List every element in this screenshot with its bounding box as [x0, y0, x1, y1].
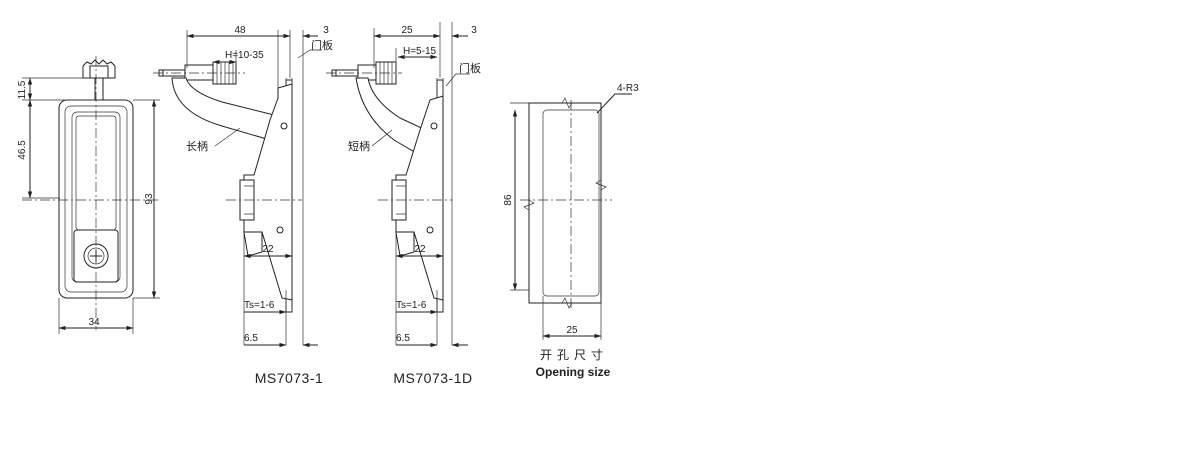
short-offset: 22 [414, 244, 426, 255]
opening-height: 86 [503, 194, 514, 206]
long-thickness: Ts=1-6 [244, 300, 275, 311]
model-ms7073-1d: MS7073-1D [393, 370, 472, 386]
long-lip: 6.5 [244, 333, 258, 344]
long-handle-label: 长柄 [186, 140, 208, 153]
short-panel: 3 [471, 25, 477, 36]
short-handle-label: 短柄 [348, 139, 370, 153]
short-lip: 6.5 [396, 333, 410, 344]
long-door-label: 门板 [311, 38, 333, 52]
opening-width: 25 [566, 325, 578, 336]
side-view-long-handle: 48 3 H=10-35 22 Ts=1-6 6.5 门板 长柄 MS7073-… [153, 25, 333, 386]
short-thickness: Ts=1-6 [396, 300, 427, 311]
front-view: 11.5 46.5 93 34 [17, 56, 160, 334]
long-panel: 3 [323, 25, 329, 36]
short-door-label: 门板 [459, 61, 481, 75]
long-offset: 22 [262, 244, 274, 255]
side-view-short-handle: 25 3 H=5-15 22 Ts=1-6 6.5 门板 短柄 MS7073-1… [326, 22, 481, 386]
short-range: H=5-15 [403, 46, 437, 57]
opening-radius: 4-R3 [617, 83, 639, 94]
opening-caption-cn: 开孔尺寸 [540, 348, 608, 362]
front-width: 34 [88, 317, 100, 328]
long-range: H=10-35 [225, 50, 264, 61]
opening-view: 86 25 4-R3 开孔尺寸 Opening size [503, 83, 639, 379]
opening-caption-en: Opening size [536, 365, 611, 379]
front-handle-height: 46.5 [17, 140, 28, 160]
front-total-height: 93 [144, 193, 155, 205]
short-depth: 25 [401, 25, 413, 36]
front-top-height: 11.5 [17, 80, 28, 99]
model-ms7073-1: MS7073-1 [255, 370, 324, 386]
long-depth: 48 [234, 25, 246, 36]
